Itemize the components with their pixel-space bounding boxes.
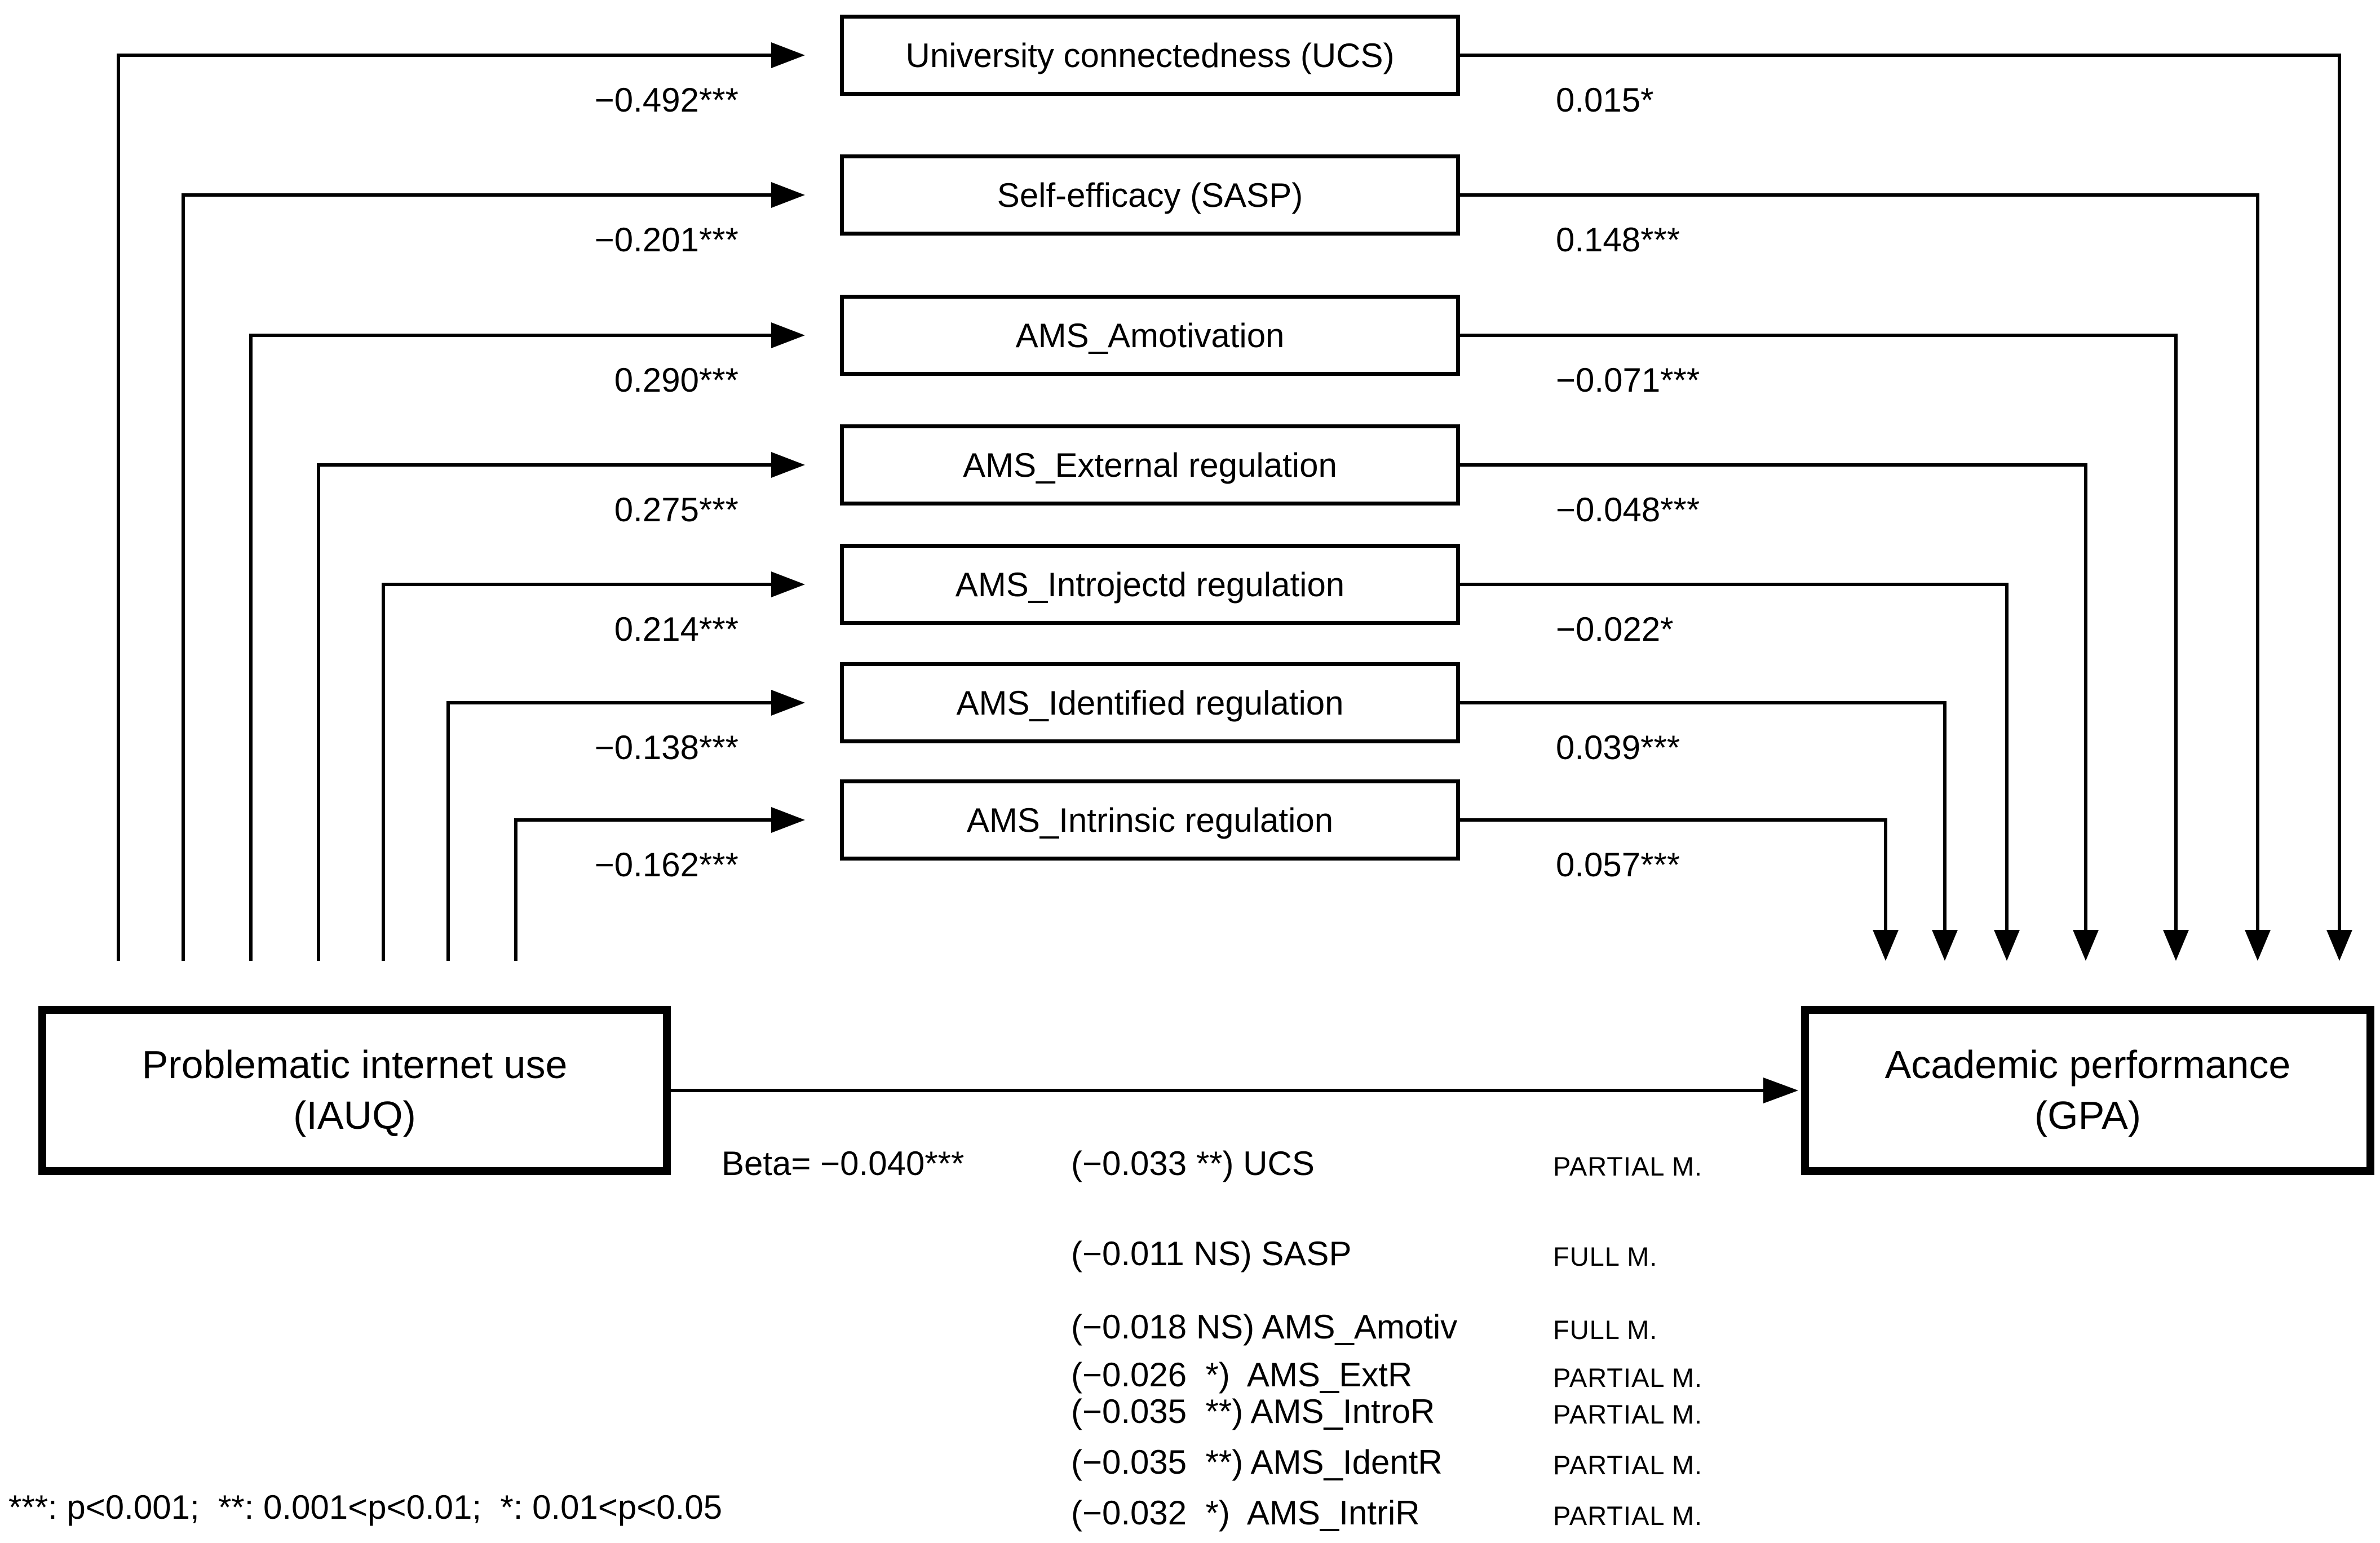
b-coefficient-amotiv: −0.071***	[1556, 361, 1700, 399]
arrowhead-mediator-5-to-gpa	[1932, 930, 1958, 961]
b-coefficient-sasp: 0.148***	[1556, 221, 1680, 259]
arrowhead-direct-iauq-to-gpa	[1763, 1078, 1798, 1103]
mediator-label: AMS_External regulation	[963, 446, 1337, 484]
significance-footnote: ***: p<0.001; **: 0.001<p<0.01; *: 0.01<…	[8, 1488, 723, 1526]
a-coefficient-amotiv: 0.290***	[614, 361, 738, 399]
outcome-label-line1: Academic performance	[1884, 1043, 2291, 1087]
arrowhead-iauq-to-mediator-2	[771, 322, 805, 348]
mediation-type-ucs: PARTIAL M.	[1553, 1151, 1703, 1181]
mediation-type-intrir: PARTIAL M.	[1553, 1501, 1703, 1531]
a-coefficient-identr: −0.138***	[594, 729, 738, 766]
b-coefficient-intrir: 0.057***	[1556, 846, 1680, 884]
b-coefficient-intror: −0.022*	[1556, 610, 1674, 648]
mediation-type-identr: PARTIAL M.	[1553, 1450, 1703, 1480]
indirect-effect-sasp: (−0.011 NS) SASP	[1071, 1235, 1352, 1272]
mediator-label: AMS_Introjectd regulation	[955, 565, 1345, 604]
mediation-type-extr: PARTIAL M.	[1553, 1363, 1703, 1393]
mediator-box-extr: AMS_External regulation	[840, 424, 1460, 506]
arrowhead-iauq-to-mediator-1	[771, 182, 805, 208]
arrow-mediator-3-to-gpa	[1460, 463, 2087, 930]
arrowhead-iauq-to-mediator-0	[771, 42, 805, 68]
mediator-box-identr: AMS_Identified regulation	[840, 662, 1460, 743]
mediator-box-intrir: AMS_Intrinsic regulation	[840, 779, 1460, 861]
outcome-label-line2: (GPA)	[2034, 1093, 2142, 1137]
arrow-iauq-to-mediator-2	[249, 334, 771, 961]
arrow-iauq-to-mediator-4	[382, 583, 771, 961]
arrow-mediator-4-to-gpa	[1460, 583, 2009, 930]
arrow-mediator-0-to-gpa	[1460, 54, 2341, 930]
predictor-label-line2: (IAUQ)	[293, 1093, 416, 1137]
a-coefficient-intror: 0.214***	[614, 610, 738, 648]
b-coefficient-ucs: 0.015*	[1556, 81, 1654, 119]
mediator-label: AMS_Identified regulation	[956, 684, 1344, 722]
arrow-iauq-to-mediator-5	[446, 701, 771, 961]
arrow-mediator-2-to-gpa	[1460, 334, 2178, 930]
indirect-effect-amotiv: (−0.018 NS) AMS_Amotiv	[1071, 1308, 1458, 1346]
a-coefficient-sasp: −0.201***	[594, 221, 738, 259]
mediator-box-sasp: Self-efficacy (SASP)	[840, 154, 1460, 236]
mediation-type-amotiv: FULL M.	[1553, 1315, 1658, 1345]
arrowhead-iauq-to-mediator-3	[771, 452, 805, 478]
a-coefficient-intrir: −0.162***	[594, 846, 738, 884]
mediator-label: Self-efficacy (SASP)	[997, 176, 1303, 214]
a-coefficient-extr: 0.275***	[614, 491, 738, 529]
predictor-box-iauq: Problematic internet use (IAUQ)	[38, 1006, 671, 1175]
arrowhead-iauq-to-mediator-4	[771, 571, 805, 597]
mediator-label: University connectedness (UCS)	[905, 36, 1395, 74]
a-coefficient-ucs: −0.492***	[594, 81, 738, 119]
mediator-label: AMS_Amotivation	[1015, 316, 1285, 354]
b-coefficient-identr: 0.039***	[1556, 729, 1680, 766]
direct-effect-label: Beta= −0.040***	[722, 1145, 965, 1182]
arrowhead-mediator-3-to-gpa	[2073, 930, 2099, 961]
predictor-label-line1: Problematic internet use	[141, 1043, 568, 1087]
arrow-iauq-to-mediator-3	[317, 463, 771, 961]
mediator-box-amotiv: AMS_Amotivation	[840, 295, 1460, 376]
mediator-label: AMS_Intrinsic regulation	[966, 801, 1334, 839]
arrow-iauq-to-mediator-6	[514, 818, 771, 961]
mediator-box-intror: AMS_Introjectd regulation	[840, 544, 1460, 625]
arrowhead-iauq-to-mediator-6	[771, 807, 805, 833]
arrowhead-iauq-to-mediator-5	[771, 690, 805, 716]
indirect-effect-identr: (−0.035 **) AMS_IdentR	[1071, 1443, 1443, 1481]
arrow-mediator-6-to-gpa	[1460, 818, 1887, 930]
mediator-box-ucs: University connectedness (UCS)	[840, 15, 1460, 96]
arrow-iauq-to-mediator-0	[117, 54, 771, 961]
indirect-effect-intror: (−0.035 **) AMS_IntroR	[1071, 1393, 1435, 1430]
arrowhead-mediator-4-to-gpa	[1994, 930, 2020, 961]
mediation-type-sasp: FULL M.	[1553, 1242, 1658, 1271]
indirect-effect-intrir: (−0.032 *) AMS_IntriR	[1071, 1494, 1420, 1532]
indirect-effect-ucs: (−0.033 **) UCS	[1071, 1145, 1315, 1182]
b-coefficient-extr: −0.048***	[1556, 491, 1700, 529]
arrowhead-mediator-0-to-gpa	[2326, 930, 2352, 961]
outcome-box-gpa: Academic performance (GPA)	[1801, 1006, 2374, 1175]
arrow-iauq-to-mediator-1	[182, 193, 771, 961]
arrow-mediator-1-to-gpa	[1460, 193, 2259, 930]
mediation-type-intror: PARTIAL M.	[1553, 1399, 1703, 1429]
arrowhead-mediator-6-to-gpa	[1873, 930, 1899, 961]
arrowhead-mediator-2-to-gpa	[2163, 930, 2189, 961]
arrow-mediator-5-to-gpa	[1460, 701, 1947, 930]
arrowhead-mediator-1-to-gpa	[2245, 930, 2271, 961]
indirect-effect-extr: (−0.026 *) AMS_ExtR	[1071, 1356, 1413, 1394]
